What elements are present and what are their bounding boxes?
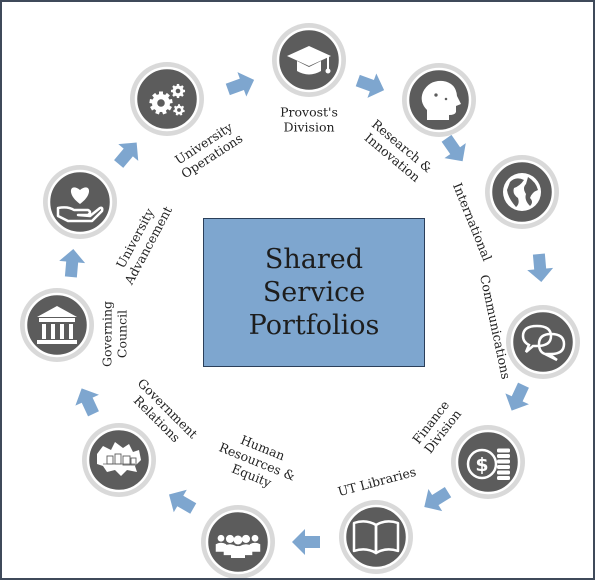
coins-icon: $ [466,448,510,480]
portfolio-node-finance-division: $ [451,425,525,499]
heart-hand-icon [56,187,104,223]
building-columns-icon [37,306,77,344]
portfolio-label-human-resources-equity: HumanResources &Equity [211,426,303,498]
flow-arrow [441,134,466,162]
canada-map-icon [97,442,141,476]
center-title-line-2: Service [262,277,366,308]
node-inner-circle [24,292,90,358]
center-title-box: Shared Service Portfolios [203,218,425,367]
portfolio-node-ut-libraries [339,500,413,574]
head-gears-icon [421,80,461,120]
portfolio-node-international [485,155,559,229]
label-line: Governing [100,301,115,367]
portfolio-node-government-relations [82,423,156,497]
center-title-line-3: Portfolios [248,310,380,341]
portfolio-label-communications: Communications [477,273,514,380]
portfolio-node-university-advancement [43,165,117,239]
portfolio-label-governing-council: GoverningCouncil [100,301,130,367]
label-line: Division [283,120,334,135]
svg-text:$: $ [475,454,488,476]
label-line: UT Libraries [336,464,418,499]
flow-arrow [114,142,139,168]
portfolio-node-governing-council [20,288,94,362]
gears-icon [149,83,186,116]
graduation-cap-icon [287,46,331,75]
book-icon [352,520,400,555]
flow-arrow [225,72,255,97]
portfolio-node-research-innovation [402,63,476,137]
center-title-line-1: Shared [264,244,364,275]
speech-bubbles-icon [521,324,566,362]
portfolio-node-human-resources-equity [201,505,275,578]
flow-arrow [424,487,452,512]
label-line: Communications [477,273,514,380]
flow-arrow [169,489,197,514]
flow-arrow [527,253,554,282]
portfolio-label-university-advancement: UniversityAdvancement [108,197,175,288]
flow-arrow [505,382,529,411]
flow-arrow [59,249,86,278]
flow-arrow [292,529,320,555]
flow-arrow [75,388,99,417]
flow-arrow [355,73,385,98]
portfolio-node-communications [506,305,580,379]
portfolio-node-provost-s-division [272,23,346,97]
portfolio-node-university-operations [130,62,204,136]
label-line: Council [115,310,130,358]
label-line: Provost's [280,105,338,120]
portfolio-label-ut-libraries: UT Libraries [336,464,418,499]
people-icon [215,534,261,558]
globe-icon [503,173,541,211]
